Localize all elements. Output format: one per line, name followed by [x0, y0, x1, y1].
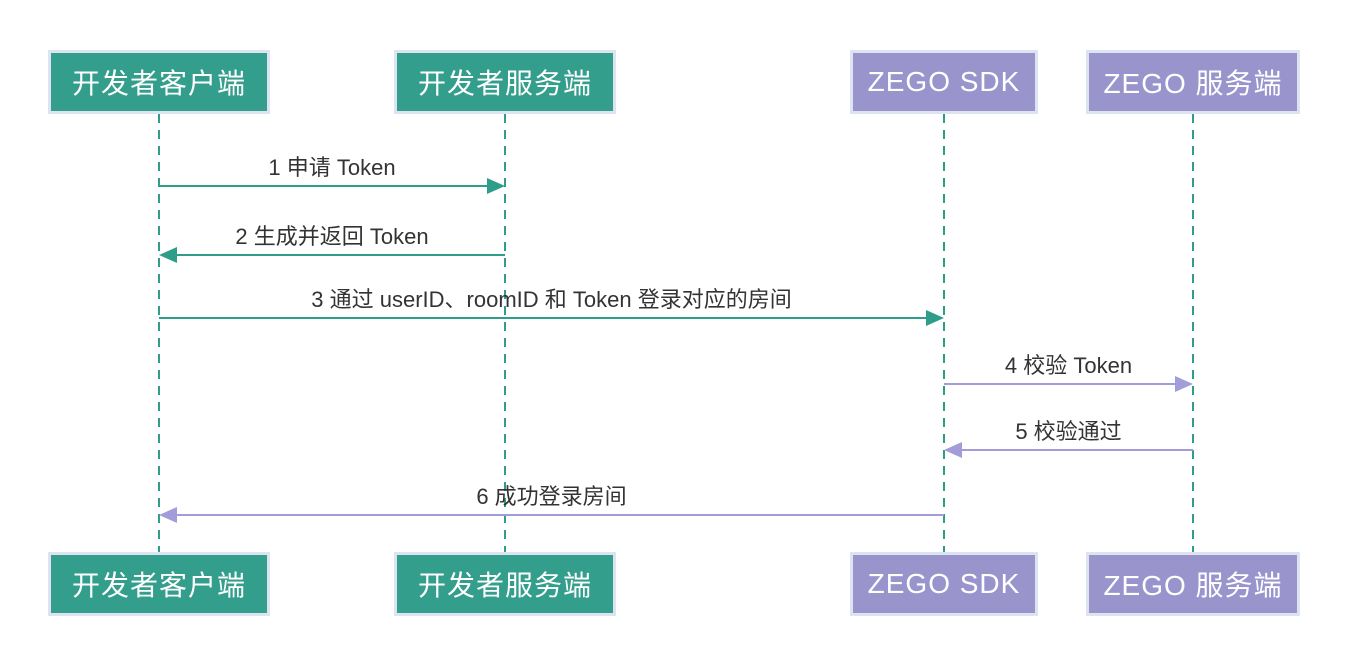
arrowhead-right-icon — [487, 178, 505, 194]
message-5-line — [960, 449, 1193, 451]
message-2-line — [175, 254, 505, 256]
arrowhead-left-icon — [944, 442, 962, 458]
actor-zego-server-bottom: ZEGO 服务端 — [1086, 552, 1300, 616]
actor-label: ZEGO 服务端 — [1103, 570, 1283, 601]
arrowhead-right-icon — [926, 310, 944, 326]
arrowhead-left-icon — [159, 247, 177, 263]
actor-label: ZEGO 服务端 — [1103, 68, 1283, 99]
actor-label: 开发者客户端 — [71, 68, 246, 99]
message-1-label: 1 申请 Token — [268, 155, 396, 180]
message-3-label: 3 通过 userID、roomID 和 Token 登录对应的房间 — [311, 287, 792, 312]
message-4-label: 4 校验 Token — [1004, 353, 1133, 378]
actor-zego-server-top: ZEGO 服务端 — [1086, 50, 1300, 114]
message-2-label: 2 生成并返回 Token — [235, 224, 429, 249]
actor-dev-server-top: 开发者服务端 — [394, 50, 616, 114]
actor-zego-sdk-top: ZEGO SDK — [850, 50, 1038, 114]
message-3-line — [159, 317, 928, 319]
actor-label: 开发者服务端 — [417, 68, 592, 99]
message-5-label: 5 校验通过 — [1015, 419, 1122, 444]
message-4-line — [944, 383, 1177, 385]
actor-zego-sdk-bottom: ZEGO SDK — [850, 552, 1038, 616]
actor-dev-client-bottom: 开发者客户端 — [48, 552, 270, 616]
lifeline-zego-server — [1192, 114, 1194, 552]
message-6-line — [175, 514, 944, 516]
actor-dev-client-top: 开发者客户端 — [48, 50, 270, 114]
message-6-label: 6 成功登录房间 — [476, 484, 627, 509]
arrowhead-right-icon — [1175, 376, 1193, 392]
actor-label: 开发者服务端 — [417, 570, 592, 601]
message-1-line — [159, 185, 489, 187]
actor-dev-server-bottom: 开发者服务端 — [394, 552, 616, 616]
lifeline-dev-client — [158, 114, 160, 552]
arrowhead-left-icon — [159, 507, 177, 523]
lifeline-dev-server — [504, 114, 506, 552]
actor-label: ZEGO SDK — [867, 568, 1021, 599]
actor-label: ZEGO SDK — [867, 66, 1021, 97]
lifeline-zego-sdk — [943, 114, 945, 552]
actor-label: 开发者客户端 — [71, 570, 246, 601]
